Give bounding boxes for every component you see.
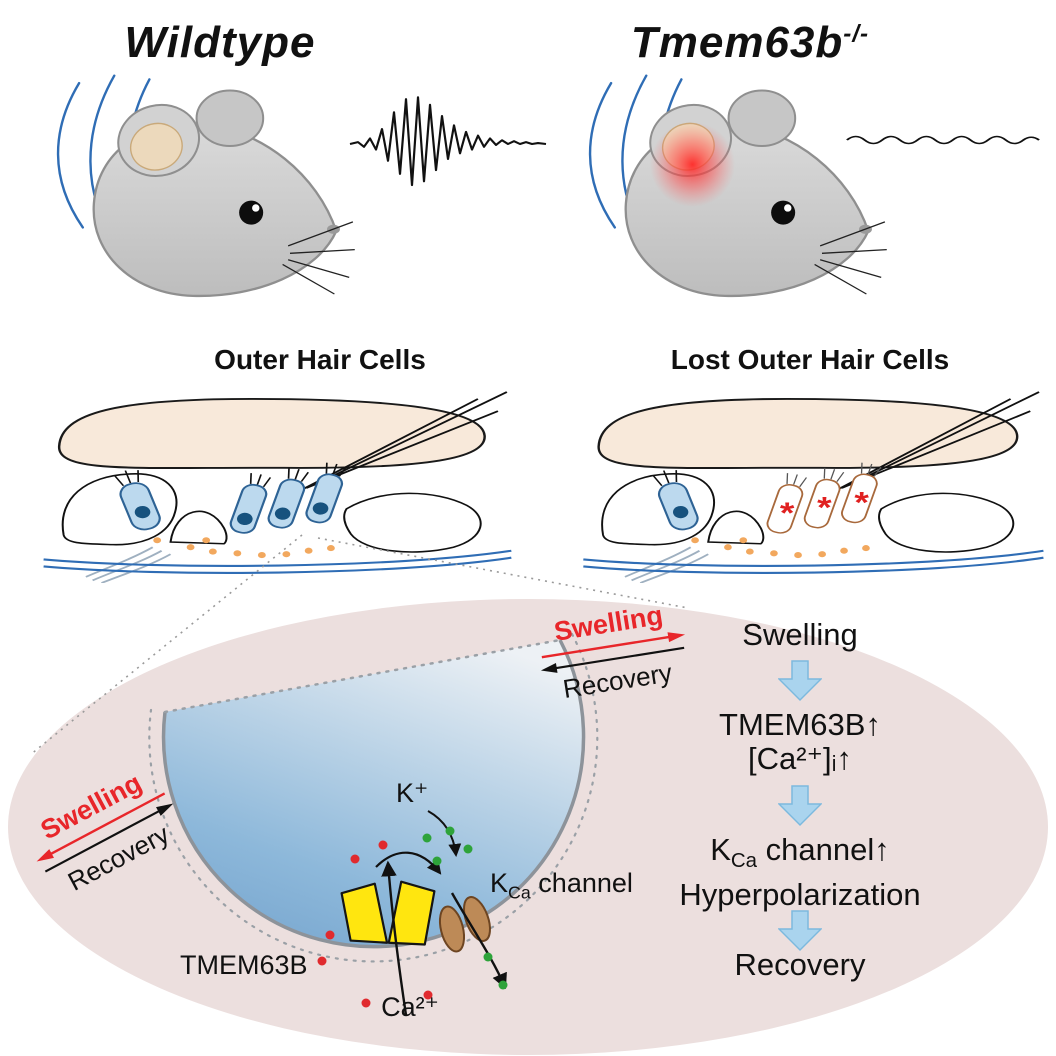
- kca-channel-icon: [438, 896, 491, 953]
- lost-cell-asterisk: *: [780, 497, 795, 530]
- mouse-eye: [771, 200, 796, 225]
- knockout-mouse-illustration: [588, 74, 887, 298]
- recovery-arrow-left-icon: [540, 646, 685, 673]
- flow-step2-line1: TMEM63B↑: [719, 707, 881, 742]
- kca-suffix-text: channel: [530, 868, 633, 898]
- knockout-title: Tmem63b-/-: [565, 18, 935, 68]
- recovery-arrow-right-icon: [44, 803, 174, 873]
- inner-support-cells: [61, 473, 178, 546]
- tunnel-of-corti: [169, 510, 228, 545]
- ca-activates-kca-arrow: [375, 851, 442, 875]
- outer-hair-cells-label: Outer Hair Cells: [120, 344, 520, 376]
- tmem63b-label: TMEM63B: [180, 950, 308, 981]
- knockout-title-sup: -/-: [843, 20, 870, 48]
- eye-highlight: [784, 204, 792, 212]
- flow-down-arrow-icon: [778, 785, 822, 827]
- flow-step-recovery: Recovery: [660, 948, 940, 982]
- lost-cell-asterisk: *: [817, 492, 832, 525]
- inner-hair-cell: [652, 470, 699, 531]
- flow-step3-sub: Ca: [730, 849, 758, 873]
- membrane-motion-top: Swelling Recovery: [517, 594, 709, 710]
- synapse-dots: [691, 537, 870, 559]
- mouse-ear-back: [195, 89, 265, 148]
- whiskers: [814, 221, 887, 295]
- outer-hair-cell: [267, 467, 309, 529]
- flow-step4-text: Recovery: [734, 947, 866, 982]
- wildtype-title: Wildtype: [55, 18, 385, 68]
- tmem63b-text: TMEM63B: [180, 950, 308, 980]
- calcium-ion-dots: [317, 840, 433, 1008]
- knockout-title-text: Tmem63b: [630, 18, 844, 67]
- hensen-cells: [343, 492, 482, 553]
- cell-cut-edge: [163, 638, 562, 714]
- k-efflux-arrow: [450, 892, 507, 990]
- ear-damage-glow: [649, 121, 736, 208]
- wildtype-title-text: Wildtype: [124, 18, 316, 67]
- kca-base-text: K: [490, 868, 509, 898]
- flow-step2-line2: [Ca²⁺]ᵢ↑: [748, 741, 852, 776]
- inner-support-cells: [601, 473, 715, 546]
- outer-hair-cell: [229, 473, 272, 534]
- membrane-motion-left: Swelling Recovery: [0, 749, 210, 917]
- outer-hair-cell: [305, 462, 347, 524]
- tunnel-of-corti: [707, 510, 765, 545]
- potassium-ion-dots: [422, 826, 508, 990]
- lost-cell-asterisk: *: [854, 487, 869, 520]
- ca-ion-label: Ca²⁺: [360, 992, 460, 1023]
- flow-step1-text: Swelling: [742, 617, 858, 652]
- flow-step-tmem-ca: TMEM63B↑ [Ca²⁺]ᵢ↑: [660, 708, 940, 776]
- lost-outer-hair-cell: [803, 467, 845, 529]
- k-ion-text: K⁺: [396, 778, 429, 808]
- swelling-arrow-right-icon: [541, 632, 686, 659]
- mouse-eye: [239, 200, 264, 225]
- wildtype-mouse-illustration: [56, 74, 355, 298]
- organ-of-corti-normal: [43, 391, 512, 583]
- basilar-membrane: [43, 549, 512, 574]
- ca-ion-text: Ca²⁺: [381, 992, 439, 1022]
- kca-sub-text: Ca: [508, 882, 531, 903]
- flow-step3-line1: KCa channel↑: [645, 833, 955, 878]
- flow-step3-line2: Hyperpolarization: [679, 877, 921, 913]
- mouse-ear-back: [727, 89, 797, 148]
- flow-step3-base: K: [710, 832, 731, 867]
- basilar-membrane: [583, 549, 1044, 574]
- inner-hair-cell: [113, 470, 161, 531]
- deaf-waveform: [846, 135, 1040, 145]
- flow-down-arrow-icon: [778, 910, 822, 952]
- k-ion-label: K⁺: [396, 778, 428, 809]
- lost-outer-hair-cell: [841, 462, 882, 524]
- ca-influx-arrow: [381, 860, 408, 1016]
- eye-highlight: [252, 204, 260, 212]
- flow-step-kca-hyperpol: KCa channel↑ Hyperpolarization: [645, 833, 955, 912]
- lost-outer-hair-cell: [766, 473, 808, 534]
- flow-step3-suffix: channel↑: [757, 832, 890, 867]
- flow-step-swelling: Swelling: [660, 618, 940, 652]
- normal-hearing-waveform: [349, 96, 547, 187]
- flow-down-arrow-icon: [778, 660, 822, 702]
- lost-outer-hair-cells-text: Lost Outer Hair Cells: [670, 344, 950, 375]
- mouse-ear-front: [117, 103, 201, 177]
- lost-outer-hair-cells-label: Lost Outer Hair Cells: [595, 344, 1025, 376]
- swelling-arrow-left-icon: [36, 792, 166, 862]
- organ-of-corti-damaged: * * *: [583, 391, 1044, 583]
- outer-hair-cells-text: Outer Hair Cells: [214, 344, 426, 375]
- kca-channel-label: KCa channel: [490, 868, 633, 903]
- hensen-cells: [878, 492, 1015, 553]
- whiskers: [282, 221, 355, 295]
